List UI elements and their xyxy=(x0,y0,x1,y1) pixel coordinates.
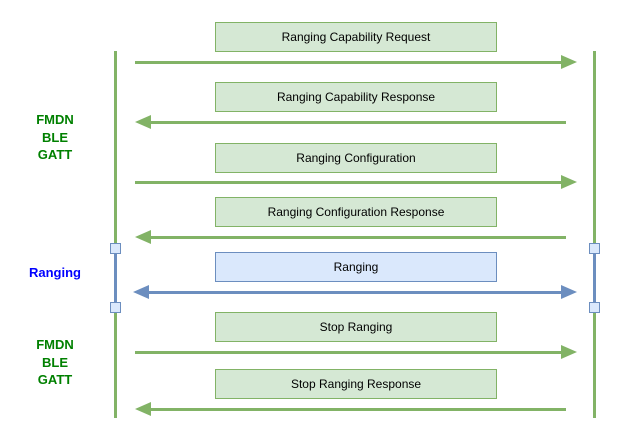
section-label-line: BLE xyxy=(42,354,68,370)
arrow-shaft xyxy=(135,180,564,184)
section-label-line: GATT xyxy=(37,147,73,162)
message-box-ranging-configuration: Ranging Configuration xyxy=(215,143,497,173)
arrowhead-left-icon xyxy=(133,285,149,299)
arrow-shaft xyxy=(135,60,564,64)
activation-marker-right-bottom xyxy=(589,302,600,313)
activation-marker-left-top xyxy=(110,243,121,254)
activation-marker-left-bottom xyxy=(110,302,121,313)
arrow-ranging-configuration xyxy=(135,175,577,189)
message-box-stop-ranging-response: Stop Ranging Response xyxy=(215,369,497,399)
arrow-ranging-capability-response xyxy=(135,115,577,129)
section-label-line: Ranging xyxy=(29,265,81,280)
arrowhead-left-icon xyxy=(135,402,151,416)
arrow-ranging-configuration-response xyxy=(135,230,577,244)
section-label-line: FMDN xyxy=(36,112,74,127)
lifeline-left xyxy=(114,51,117,418)
arrowhead-right-icon xyxy=(561,285,577,299)
arrowhead-right-icon xyxy=(561,55,577,69)
arrow-shaft xyxy=(146,290,564,294)
activation-marker-right-top xyxy=(589,243,600,254)
lifeline-right-ranging-segment xyxy=(593,247,596,307)
arrow-ranging-bidirectional xyxy=(133,285,577,299)
section-label-ranging: Ranging xyxy=(0,264,110,282)
section-label-line: BLE xyxy=(42,129,68,145)
arrow-shaft xyxy=(148,120,566,124)
section-label-line: GATT xyxy=(37,372,73,387)
arrow-stop-ranging-response xyxy=(135,402,577,416)
arrow-stop-ranging xyxy=(135,345,577,359)
message-box-ranging-capability-response: Ranging Capability Response xyxy=(215,82,497,112)
arrowhead-right-icon xyxy=(561,175,577,189)
section-label-line: FMDN xyxy=(36,337,74,352)
arrowhead-left-icon xyxy=(135,230,151,244)
lifeline-left-ranging-segment xyxy=(114,247,117,307)
arrow-ranging-capability-request xyxy=(135,55,577,69)
lifeline-right xyxy=(593,51,596,418)
message-box-ranging: Ranging xyxy=(215,252,497,282)
message-box-stop-ranging: Stop Ranging xyxy=(215,312,497,342)
section-label-fmdn-ble-gatt-top: FMDN BLE GATT xyxy=(0,111,110,164)
message-box-ranging-configuration-response: Ranging Configuration Response xyxy=(215,197,497,227)
arrow-shaft xyxy=(148,407,566,411)
message-box-ranging-capability-request: Ranging Capability Request xyxy=(215,22,497,52)
arrow-shaft xyxy=(148,235,566,239)
arrow-shaft xyxy=(135,350,564,354)
section-label-fmdn-ble-gatt-bottom: FMDN BLE GATT xyxy=(0,336,110,389)
arrowhead-left-icon xyxy=(135,115,151,129)
arrowhead-right-icon xyxy=(561,345,577,359)
